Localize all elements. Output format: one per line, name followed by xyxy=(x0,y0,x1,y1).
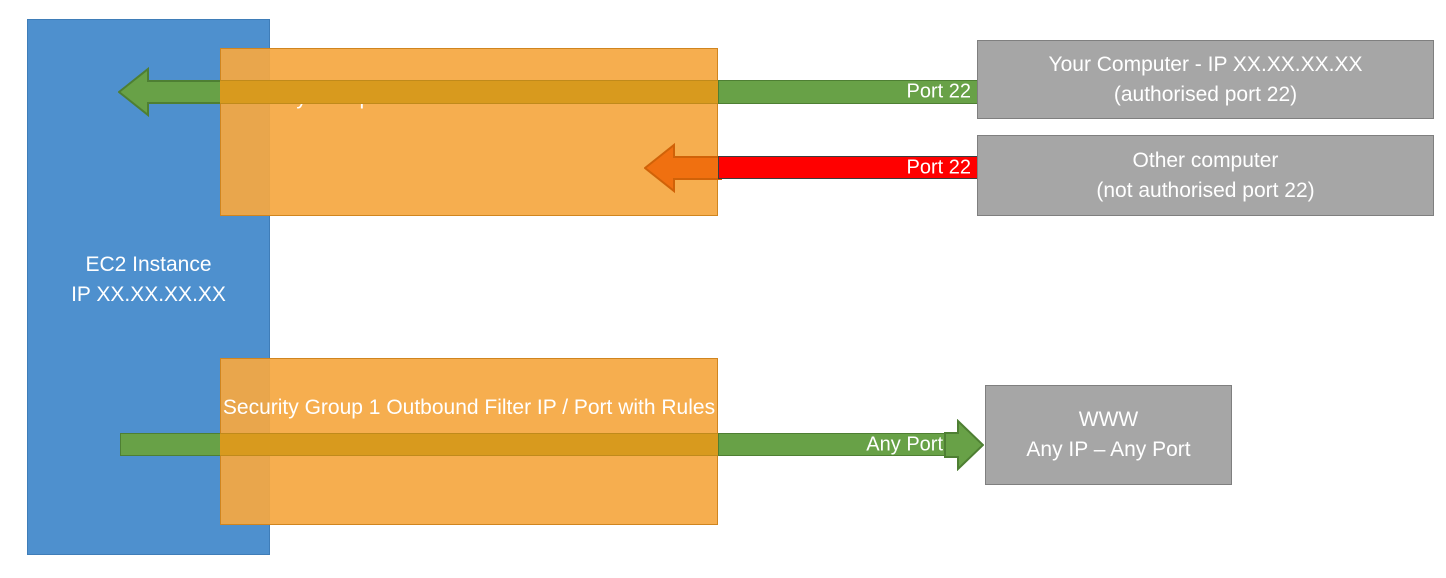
endpoint-www-box: WWW Any IP – Any Port xyxy=(985,385,1232,485)
security-group-outbound-label: Security Group 1 Outbound Filter IP / Po… xyxy=(222,396,716,419)
outbound-flow-bar-left-stub xyxy=(120,433,221,456)
allowed-inbound-arrow-left-icon xyxy=(117,64,222,120)
inbound-flow-band-over-security-group xyxy=(220,80,718,104)
outbound-flow-bar: Any Port xyxy=(718,433,950,456)
outbound-arrow-right-icon xyxy=(944,418,985,472)
outbound-port-label: Any Port xyxy=(866,433,943,455)
allowed-inbound-port-label: Port 22 xyxy=(906,80,971,103)
ec2-instance-label: EC2 Instance IP XX.XX.XX.XX xyxy=(71,253,226,306)
blocked-inbound-arrow-left-icon xyxy=(643,142,722,194)
blocked-inbound-flow-bar: Port 22 xyxy=(718,156,978,179)
blocked-inbound-port-label: Port 22 xyxy=(906,156,971,178)
endpoint-other-computer-box: Other computer (not authorised port 22) xyxy=(977,135,1434,216)
allowed-inbound-flow-bar: Port 22 xyxy=(718,80,978,104)
outbound-flow-band-over-security-group xyxy=(220,433,718,456)
endpoint-your-computer-box: Your Computer - IP XX.XX.XX.XX (authoris… xyxy=(977,40,1434,119)
